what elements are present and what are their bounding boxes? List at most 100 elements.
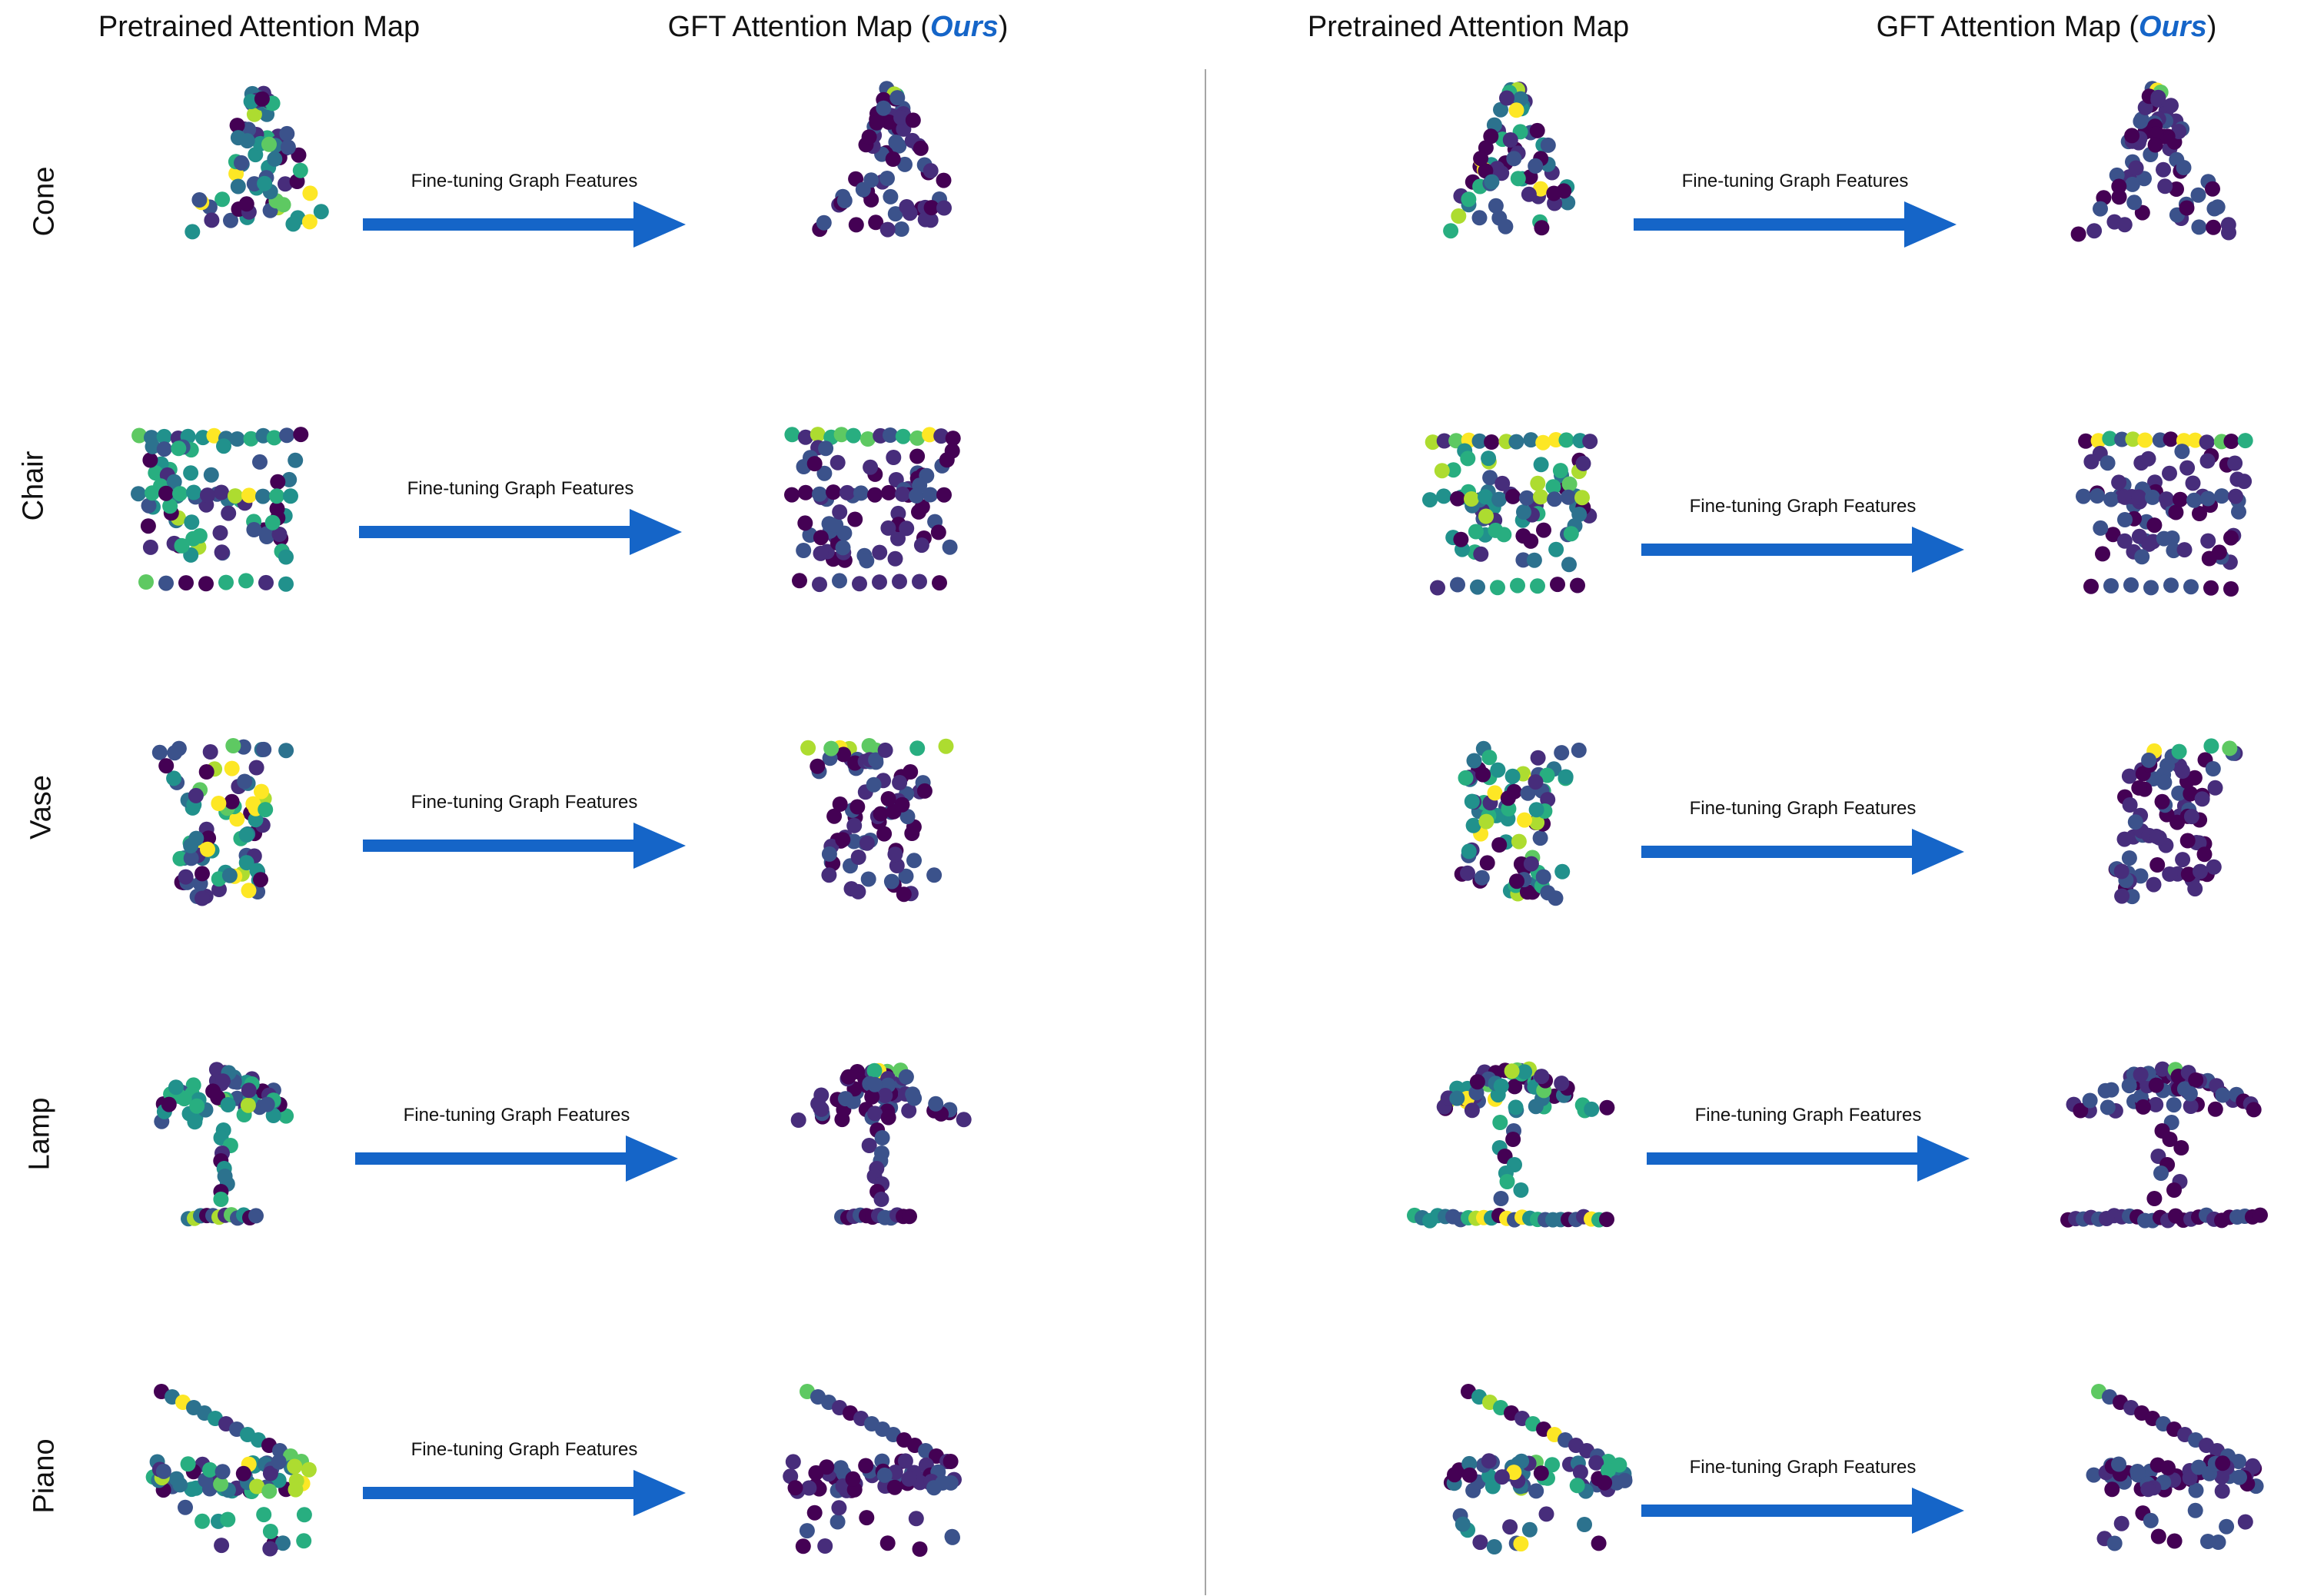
point-marker	[1514, 1453, 1530, 1469]
point-marker	[208, 1062, 224, 1078]
point-marker	[2070, 226, 2086, 242]
point-marker	[2131, 780, 2147, 796]
point-marker	[1574, 490, 1590, 506]
finetune-arrow-piano-left: Fine-tuning Graph Features	[363, 1439, 686, 1524]
point-marker	[1528, 1483, 1544, 1499]
point-marker	[168, 1079, 184, 1096]
point-marker	[2179, 200, 2195, 216]
point-marker	[2176, 160, 2192, 175]
finetune-arrow-cone-right: Fine-tuning Graph Features	[1634, 171, 1957, 255]
point-marker	[2134, 549, 2150, 565]
point-marker	[926, 1480, 942, 1496]
point-marker	[246, 106, 262, 122]
point-marker	[176, 1091, 192, 1107]
point-cloud-lamp-gft-left	[769, 1053, 984, 1238]
point-cloud-cone-gft-right	[2049, 77, 2264, 261]
point-cloud-scatter	[2070, 81, 2236, 242]
point-marker	[880, 791, 896, 806]
point-marker	[1487, 785, 1503, 801]
point-marker	[174, 537, 190, 554]
point-marker	[229, 118, 245, 134]
point-marker	[2163, 577, 2179, 594]
point-marker	[2111, 474, 2127, 490]
point-marker	[278, 176, 293, 192]
point-marker	[1464, 1102, 1480, 1119]
point-marker	[1473, 546, 1489, 562]
point-marker	[292, 162, 308, 178]
point-marker	[888, 135, 904, 150]
point-marker	[191, 192, 208, 208]
point-marker	[1506, 151, 1522, 167]
point-marker	[2134, 204, 2150, 221]
point-marker	[1517, 812, 1532, 828]
point-cloud-chair-pretrained-left	[115, 423, 331, 607]
point-marker	[275, 1535, 291, 1551]
point-marker	[1430, 580, 1445, 596]
point-cloud-scatter	[1454, 740, 1587, 906]
point-marker	[223, 212, 238, 228]
point-marker	[784, 487, 800, 503]
point-marker	[151, 744, 168, 760]
point-marker	[813, 1087, 830, 1103]
point-marker	[861, 129, 877, 145]
point-marker	[1481, 451, 1497, 467]
arrow-caption: Fine-tuning Graph Features	[411, 792, 638, 813]
point-marker	[2143, 1512, 2159, 1528]
point-cloud-scatter	[784, 427, 961, 593]
point-marker	[840, 1069, 856, 1085]
point-cloud-scatter	[812, 81, 952, 238]
point-cloud-scatter	[145, 1384, 317, 1557]
point-marker	[1505, 488, 1521, 504]
point-marker	[901, 1471, 917, 1487]
point-marker	[211, 796, 227, 811]
point-marker	[2183, 809, 2199, 825]
point-marker	[832, 796, 848, 812]
point-marker	[2116, 217, 2133, 233]
point-marker	[1482, 470, 1498, 486]
point-marker	[1461, 843, 1477, 860]
point-marker	[278, 743, 294, 759]
point-marker	[785, 1454, 801, 1470]
point-cloud-scatter	[1407, 1061, 1615, 1229]
point-marker	[2159, 757, 2175, 773]
point-marker	[812, 577, 827, 593]
point-marker	[203, 467, 219, 483]
arrow-shape	[363, 201, 686, 248]
point-cloud-scatter	[2076, 431, 2253, 597]
point-marker	[2102, 431, 2118, 447]
point-cloud-scatter	[131, 427, 309, 592]
point-marker	[1538, 1506, 1554, 1522]
column-divider	[1205, 69, 1206, 1595]
point-marker	[166, 474, 182, 490]
point-marker	[264, 514, 281, 530]
point-marker	[1548, 541, 1564, 557]
point-marker	[2179, 833, 2196, 849]
point-marker	[278, 1108, 294, 1124]
point-marker	[2220, 217, 2236, 233]
point-marker	[1513, 1536, 1529, 1552]
point-marker	[2222, 740, 2238, 756]
point-marker	[1449, 1090, 1465, 1106]
point-marker	[1450, 490, 1465, 507]
point-marker	[923, 200, 939, 216]
point-marker	[1554, 745, 1570, 761]
point-marker	[185, 224, 201, 240]
point-marker	[942, 539, 958, 555]
point-marker	[1488, 522, 1504, 538]
point-marker	[2166, 1182, 2182, 1198]
point-marker	[2214, 1483, 2230, 1499]
point-marker	[2200, 490, 2216, 507]
point-marker	[2174, 444, 2190, 460]
point-marker	[1445, 462, 1461, 478]
point-marker	[156, 441, 172, 457]
point-marker	[267, 151, 283, 167]
point-marker	[241, 1082, 257, 1099]
point-marker	[795, 1538, 811, 1554]
point-marker	[172, 486, 188, 502]
point-marker	[2223, 581, 2239, 597]
point-marker	[877, 742, 893, 758]
point-marker	[880, 1109, 896, 1126]
point-marker	[2114, 431, 2130, 447]
point-cloud-piano-gft-left	[769, 1376, 984, 1561]
point-marker	[2124, 176, 2140, 192]
